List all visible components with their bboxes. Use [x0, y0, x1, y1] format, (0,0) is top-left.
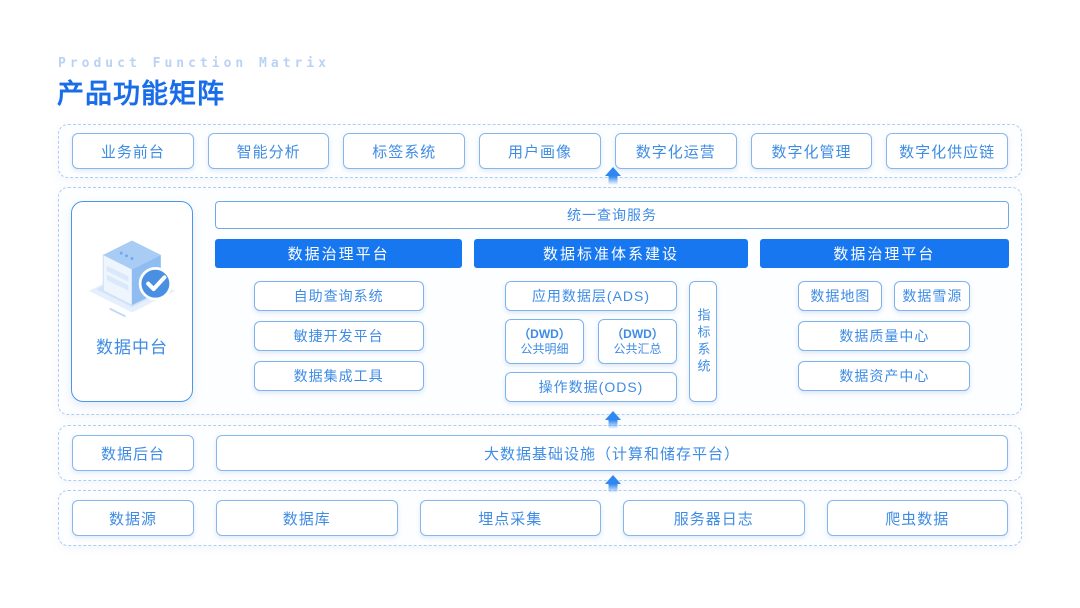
ods-layer-box: 操作数据(ODS)	[505, 372, 677, 402]
up-arrow-icon	[603, 411, 623, 429]
matrix-diagram: 业务前台 智能分析 标签系统 用户画像 数字化运营 数字化管理 数字化供应链	[58, 124, 1022, 546]
data-quality-box: 数据质量中心	[798, 321, 971, 351]
dwd-label: （DWD）	[611, 326, 664, 341]
data-platform-cube-check-icon	[78, 222, 186, 327]
page-title: 产品功能矩阵	[57, 79, 225, 109]
front-stage-item: 数字化供应链	[886, 133, 1009, 169]
front-stage-item: 业务前台	[72, 133, 194, 169]
front-stage-item: 标签系统	[343, 133, 466, 169]
infrastructure-bar: 大数据基础设施（计算和储存平台）	[216, 435, 1008, 471]
eyebrow-subtitle: Product Function Matrix	[58, 56, 331, 71]
unified-query-bar: 统一查询服务	[215, 201, 1009, 229]
data-lineage-box: 数据雪源	[894, 281, 971, 311]
platform-columns: 自助查询系统 敏捷开发平台 数据集成工具 应用数据层(ADS) （DWD）	[215, 281, 1009, 402]
column-header: 数据治理平台	[759, 239, 1010, 268]
front-stage-item: 用户画像	[479, 133, 601, 169]
governance-item: 自助查询系统	[253, 281, 424, 311]
data-platform-label: 数据中台	[96, 337, 168, 357]
backend-label-box: 数据后台	[72, 435, 194, 471]
governance-item: 数据集成工具	[253, 361, 424, 391]
up-arrow-icon	[603, 475, 623, 493]
data-source-item: 埋点采集	[419, 500, 601, 536]
governance-item: 敏捷开发平台	[253, 321, 424, 351]
data-source-item: 服务器日志	[623, 500, 805, 536]
dwd-sublabel: 公共汇总	[613, 341, 662, 356]
data-source-section: 数据源 数据库 埋点采集 服务器日志 爬虫数据	[58, 490, 1022, 546]
backend-section: 数据后台 大数据基础设施（计算和储存平台）	[58, 425, 1022, 481]
data-source-item: 数据源	[72, 500, 194, 536]
dwd-summary-box: （DWD） 公共汇总	[598, 319, 677, 364]
column-header: 数据标准体系建设	[474, 239, 748, 268]
governance-column: 自助查询系统 敏捷开发平台 数据集成工具	[215, 281, 462, 402]
platform-headers: 数据治理平台 数据标准体系建设 数据治理平台	[215, 239, 1010, 268]
platform-detail-area: 统一查询服务 数据治理平台 数据标准体系建设 数据治理平台 自助查询系统 敏捷开…	[215, 201, 1010, 402]
governance-column-right: 数据地图 数据雪源 数据质量中心 数据资产中心	[760, 281, 1009, 402]
front-stage-item: 智能分析	[207, 133, 330, 169]
front-stage-item: 数字化运营	[614, 133, 737, 169]
standard-system-column: 应用数据层(ADS) （DWD） 公共明细 （DWD） 公共汇总	[474, 281, 747, 402]
data-source-item: 数据库	[216, 500, 398, 536]
data-asset-box: 数据资产中心	[798, 361, 971, 391]
data-source-item: 爬虫数据	[826, 500, 1008, 536]
dwd-sublabel: 公共明细	[520, 341, 569, 356]
indicator-system-box: 指标系统	[689, 281, 717, 402]
dwd-detail-box: （DWD） 公共明细	[505, 319, 584, 364]
dwd-label: （DWD）	[518, 326, 571, 341]
ads-layer-box: 应用数据层(ADS)	[505, 281, 677, 311]
column-header: 数据治理平台	[215, 239, 463, 268]
front-stage-section: 业务前台 智能分析 标签系统 用户画像 数字化运营 数字化管理 数字化供应链	[58, 124, 1022, 178]
front-stage-item: 数字化管理	[750, 133, 873, 169]
up-arrow-icon	[603, 167, 623, 185]
data-map-box: 数据地图	[798, 281, 883, 311]
data-platform-card: 数据中台	[71, 201, 193, 402]
data-platform-section: 数据中台 统一查询服务 数据治理平台 数据标准体系建设 数据治理平台 自助查询系…	[58, 187, 1022, 415]
